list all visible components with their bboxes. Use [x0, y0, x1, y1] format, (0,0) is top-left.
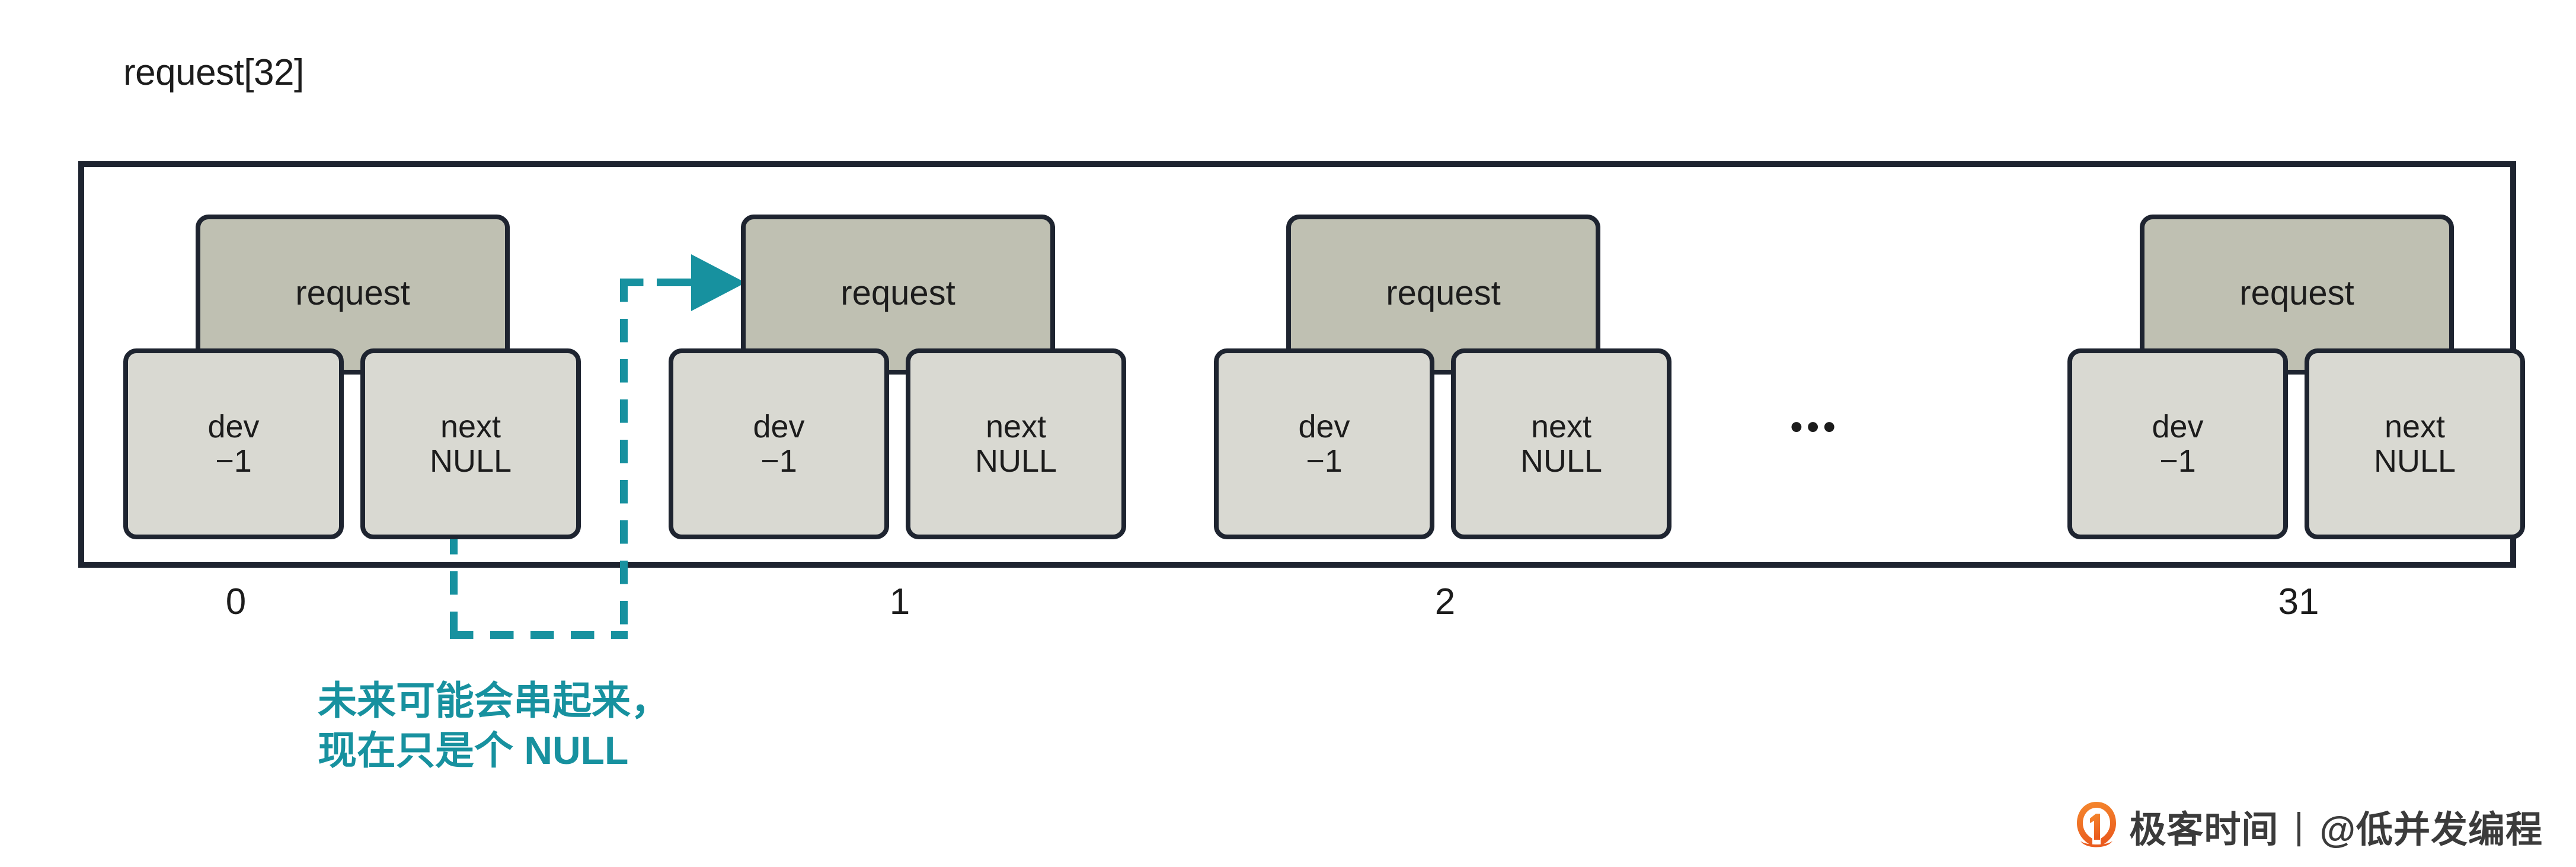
node-fields-1: dev −1 next NULL [669, 348, 1126, 539]
request-header-box-31: request [2140, 215, 2454, 375]
watermark-separator: | [2294, 805, 2305, 847]
dev-field-label-0: dev [207, 408, 260, 444]
dev-field-0: dev −1 [123, 348, 344, 539]
node-fields-31: dev −1 next NULL [2067, 348, 2525, 539]
request-header-box-1: request [741, 215, 1055, 375]
next-field-1: next NULL [906, 348, 1126, 539]
next-field-value-2: NULL [1520, 443, 1603, 479]
array-title: request[32] [123, 52, 304, 93]
next-field-2: next NULL [1451, 348, 1671, 539]
index-label-31: 31 [2278, 581, 2319, 622]
next-field-label-1: next [985, 408, 1047, 444]
arrow-tail [657, 279, 696, 286]
index-label-0: 0 [225, 581, 247, 622]
dev-field-31: dev −1 [2067, 348, 2288, 539]
index-label-2: 2 [1434, 581, 1456, 622]
index-label-1: 1 [889, 581, 910, 622]
node-fields-0: dev −1 next NULL [123, 348, 581, 539]
arrow-head-icon [691, 254, 746, 311]
watermark-brand: 极客时间 [2129, 810, 2279, 850]
geekbang-logo-icon [2075, 801, 2118, 852]
next-field-label-2: next [1530, 408, 1592, 444]
connector-segment-right [450, 631, 628, 639]
annotation-line-1: 未来可能会串起来， [318, 679, 670, 722]
watermark-author: @低并发编程 [2319, 810, 2543, 850]
request-header-label-31: request [2239, 273, 2354, 312]
dev-field-label-2: dev [1298, 408, 1350, 444]
dev-field-value-1: −1 [760, 443, 797, 479]
node-fields-2: dev −1 next NULL [1214, 348, 1671, 539]
dev-field-value-2: −1 [1306, 443, 1343, 479]
next-field-31: next NULL [2305, 348, 2525, 539]
dev-field-value-31: −1 [2159, 443, 2196, 479]
dev-field-label-31: dev [2152, 408, 2204, 444]
next-field-value-31: NULL [2373, 443, 2456, 479]
dev-field-value-0: −1 [215, 443, 252, 479]
request-header-box-0: request [196, 215, 510, 375]
annotation-note: 未来可能会串起来， 现在只是个 NULL [318, 676, 670, 776]
array-container: request dev −1 next NULL request dev [78, 161, 2525, 568]
request-header-box-2: request [1286, 215, 1600, 375]
dev-field-label-1: dev [753, 408, 805, 444]
ellipsis-icon: ••• [1790, 407, 1840, 447]
connector-segment-top [620, 279, 666, 286]
request-header-label-2: request [1386, 273, 1501, 312]
connector-segment-up [620, 279, 628, 639]
next-field-label-31: next [2384, 408, 2446, 444]
annotation-line-2: 现在只是个 NULL [318, 728, 629, 773]
request-header-label-1: request [840, 273, 955, 312]
next-field-value-1: NULL [974, 443, 1057, 479]
connector-segment-down [450, 531, 458, 639]
next-field-label-0: next [440, 408, 501, 444]
dev-field-2: dev −1 [1214, 348, 1434, 539]
next-field-value-0: NULL [429, 443, 512, 479]
dev-field-1: dev −1 [669, 348, 889, 539]
next-field-0: next NULL [360, 348, 581, 539]
watermark: 极客时间 | @低并发编程 [2075, 801, 2543, 852]
request-header-label-0: request [295, 273, 410, 312]
